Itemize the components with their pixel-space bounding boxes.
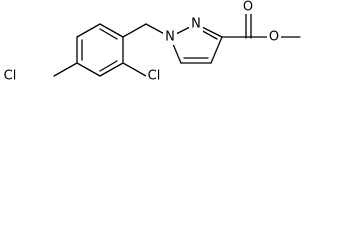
bond xyxy=(99,23,124,38)
atom-label: O xyxy=(243,0,253,15)
atom-o-carbonyl: O xyxy=(241,0,255,15)
bond xyxy=(76,62,101,77)
benzene-ring xyxy=(76,23,124,77)
double-bond-inner xyxy=(99,60,118,72)
chemical-structure-diagram: Cl Cl N N O O xyxy=(2,0,301,84)
bond xyxy=(76,23,101,38)
atom-o-ester: O xyxy=(267,29,281,45)
atom-label: N xyxy=(165,30,175,45)
atom-label: N xyxy=(191,17,201,32)
atom-cl-left: Cl xyxy=(2,68,18,84)
atom-label: Cl xyxy=(148,69,161,84)
bond xyxy=(210,36,223,64)
bond-to-cl-left xyxy=(53,62,78,77)
bond xyxy=(99,62,124,77)
atom-label: O xyxy=(269,30,279,45)
atom-cl-ortho: Cl xyxy=(146,68,162,84)
atom-n1: N xyxy=(163,29,177,45)
atom-label: Cl xyxy=(4,69,17,84)
atom-n2: N xyxy=(189,16,203,32)
bond-benzyl-ch2 xyxy=(122,23,147,38)
bond-to-cl-ortho xyxy=(122,62,147,77)
double-bond-inner xyxy=(99,28,118,40)
